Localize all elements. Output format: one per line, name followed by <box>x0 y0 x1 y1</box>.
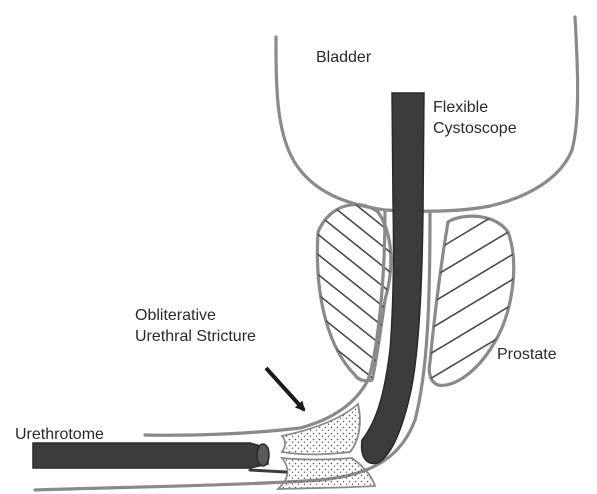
flexible-cystoscope <box>362 93 424 463</box>
flexible-cystoscope-label-line1: Flexible <box>433 97 517 118</box>
prostate-left-lobe <box>300 160 400 400</box>
stricture-label-line1: Obliterative <box>135 305 256 326</box>
stricture-label-line2: Urethral Stricture <box>135 326 256 347</box>
prostate-label: Prostate <box>497 344 557 365</box>
flexible-cystoscope-label: Flexible Cystoscope <box>433 97 517 139</box>
urethrotome-instrument <box>33 443 286 472</box>
bladder-label: Bladder <box>316 47 371 68</box>
urethrotome-label: Urethrotome <box>15 424 104 445</box>
flexible-cystoscope-label-line2: Cystoscope <box>433 118 517 139</box>
stricture-label: Obliterative Urethral Stricture <box>135 305 256 347</box>
stricture-pointer-arrow <box>266 368 304 410</box>
